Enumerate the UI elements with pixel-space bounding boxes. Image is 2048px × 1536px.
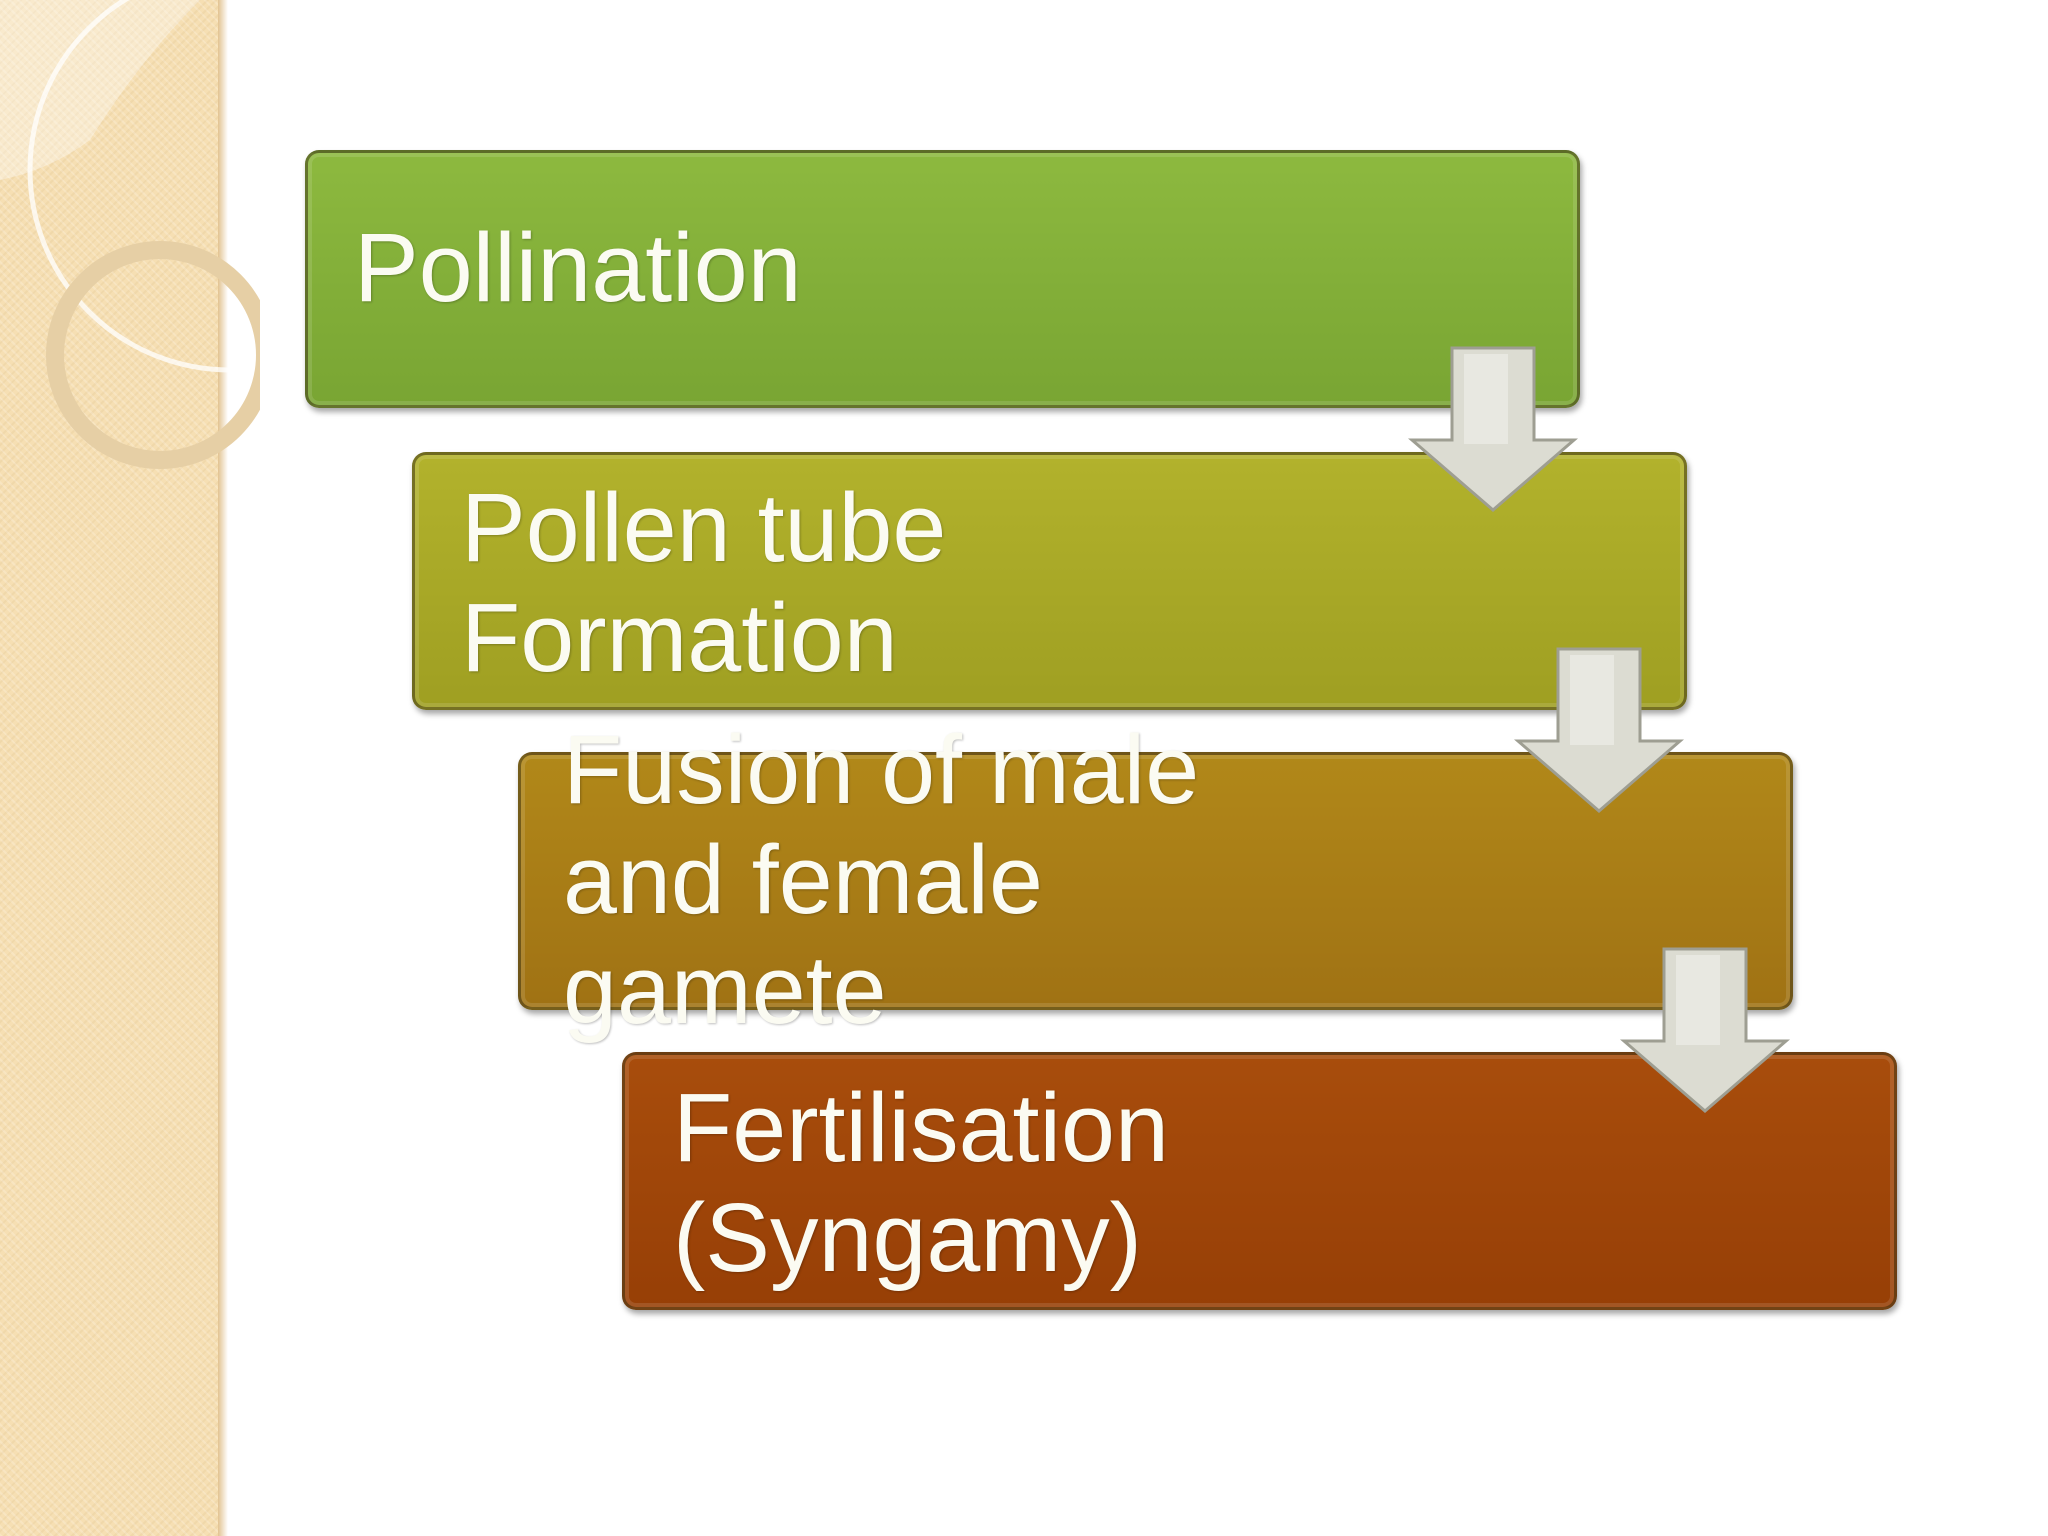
down-arrow-icon — [1408, 346, 1578, 512]
large-ring — [27, 0, 260, 373]
step-label: Fertilisation (Syngamy) — [673, 1073, 1169, 1292]
corner-shine — [0, 0, 200, 180]
down-arrow-icon — [1514, 647, 1684, 813]
step-label: Pollen tube Formation — [461, 473, 947, 692]
decorative-circles — [0, 0, 260, 469]
band-edge — [218, 0, 228, 1536]
step-fusion-of-gametes: Fusion of male and female gamete — [518, 715, 1793, 1044]
down-arrow-icon — [1620, 947, 1790, 1113]
step-label: Fusion of male and female gamete — [563, 715, 1200, 1044]
step-label: Pollination — [354, 213, 802, 322]
step-pollination: Pollination — [305, 150, 1580, 408]
small-ring — [46, 241, 260, 469]
